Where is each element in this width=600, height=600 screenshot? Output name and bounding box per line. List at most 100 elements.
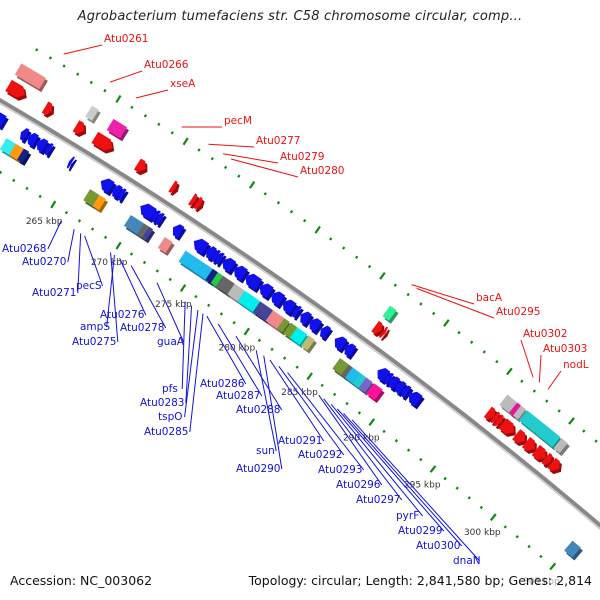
forward-gene-feature — [547, 457, 560, 472]
gene-feature-shadow — [119, 191, 129, 204]
gene-feature-shadow — [46, 146, 56, 159]
reverse-gene-feature — [282, 299, 297, 315]
forward-gene-feature — [41, 101, 53, 115]
reverse-gene-label: Atu0285 — [144, 426, 189, 438]
features-layer — [0, 63, 583, 561]
reverse-gene-feature — [384, 372, 395, 385]
minor-tick — [142, 260, 147, 265]
reverse-gene-feature — [358, 377, 373, 393]
minor-tick — [431, 311, 436, 316]
minor-tick — [295, 365, 299, 369]
reverse-gene-feature — [178, 250, 206, 275]
forward-gene-feature — [553, 438, 568, 454]
reverse-gene-feature — [9, 143, 24, 160]
major-tick — [182, 137, 189, 146]
forward-gene-feature — [133, 158, 146, 173]
backbone-shadow — [0, 102, 600, 531]
forward-gene-label: pecM — [224, 115, 252, 127]
major-tick — [506, 367, 513, 376]
forward-gene-feature — [14, 63, 46, 90]
forward-gene-feature — [498, 418, 514, 434]
reverse-gene-feature — [172, 224, 185, 238]
reverse-gene-feature — [408, 391, 423, 407]
forward-gene-label: Atu0266 — [144, 59, 189, 71]
reverse-label-leader — [330, 404, 423, 517]
minor-tick — [103, 88, 107, 93]
reverse-gene-feature — [332, 358, 349, 376]
reverse-gene-feature — [265, 310, 285, 329]
forward-gene-label: Atu0279 — [280, 151, 325, 163]
backbone — [0, 97, 600, 528]
forward-gene-label: xseA — [170, 78, 196, 90]
tick-label: 270 kbp — [91, 258, 128, 268]
reverse-gene-label: pfs — [162, 383, 178, 395]
major-tick — [115, 95, 122, 103]
minor-tick — [263, 192, 267, 196]
minor-tick — [223, 165, 228, 170]
minor-tick — [282, 356, 287, 360]
forward-gene-feature — [483, 406, 496, 420]
map-title: Agrobacterium tumefaciens str. C58 chrom… — [77, 9, 523, 24]
minor-tick — [355, 255, 359, 259]
reverse-gene-feature — [100, 178, 115, 194]
reverse-gene-label: pecS — [76, 280, 102, 292]
major-tick — [248, 181, 256, 189]
major-tick — [429, 465, 437, 473]
reverse-gene-feature — [123, 214, 144, 235]
label-leaders-layer — [47, 44, 562, 562]
minor-tick — [103, 235, 108, 240]
minor-tick — [170, 131, 174, 135]
reverse-label-leader — [119, 258, 147, 316]
reverse-gene-feature — [205, 268, 218, 284]
reverse-label-leader — [184, 310, 199, 418]
reverse-gene-feature — [215, 275, 235, 295]
forward-gene-feature — [519, 410, 544, 434]
tick-label: 280 kbp — [219, 343, 256, 353]
minor-tick — [90, 227, 95, 231]
reverse-gene-feature — [352, 372, 367, 388]
reverse-gene-label: Atu0270 — [22, 256, 67, 268]
forward-gene-feature — [5, 79, 25, 98]
reverse-label-leader — [84, 235, 104, 287]
forward-label-leader — [547, 370, 562, 390]
reverse-gene-feature — [215, 252, 225, 265]
minor-tick — [89, 80, 93, 85]
forward-gene-feature — [493, 414, 504, 427]
reverse-label-leader — [206, 315, 247, 385]
forward-label-leader — [520, 339, 534, 378]
major-tick — [368, 418, 376, 426]
major-tick — [179, 284, 187, 292]
reverse-label-leader — [110, 252, 119, 343]
minor-tick — [467, 496, 471, 500]
reverse-gene-feature — [395, 381, 407, 395]
reverse-gene-feature — [271, 291, 286, 307]
tick-label: 295 kbp — [404, 480, 441, 490]
reverse-gene-feature — [289, 327, 308, 346]
forward-gene-feature — [546, 432, 561, 448]
minor-tick — [25, 186, 29, 191]
gene-feature-shadow — [144, 229, 156, 244]
minor-tick — [12, 178, 16, 183]
forward-label-leader — [223, 153, 279, 164]
gene-feature-shadow — [217, 255, 227, 268]
tick-label: 290 kbp — [343, 433, 380, 443]
minor-tick — [419, 302, 423, 306]
major-tick — [115, 241, 122, 250]
reverse-gene-feature — [0, 138, 16, 155]
minor-tick — [455, 486, 459, 490]
forward-gene-label: Atu0303 — [543, 343, 588, 355]
forward-gene-label: bacA — [476, 292, 503, 304]
reverse-gene-feature — [309, 318, 323, 333]
forward-label-leader — [230, 158, 299, 178]
reverse-gene-feature — [112, 184, 123, 199]
reverse-gene-feature — [292, 305, 302, 318]
minor-tick — [342, 246, 346, 250]
forward-gene-label: Atu0302 — [523, 328, 568, 340]
reverse-gene-feature — [92, 194, 106, 211]
major-tick — [443, 319, 450, 327]
reverse-gene-label: sun — [256, 445, 275, 457]
reverse-gene-feature — [66, 156, 76, 169]
minor-tick — [393, 283, 397, 287]
tick-label: 305 kbp — [523, 577, 560, 587]
